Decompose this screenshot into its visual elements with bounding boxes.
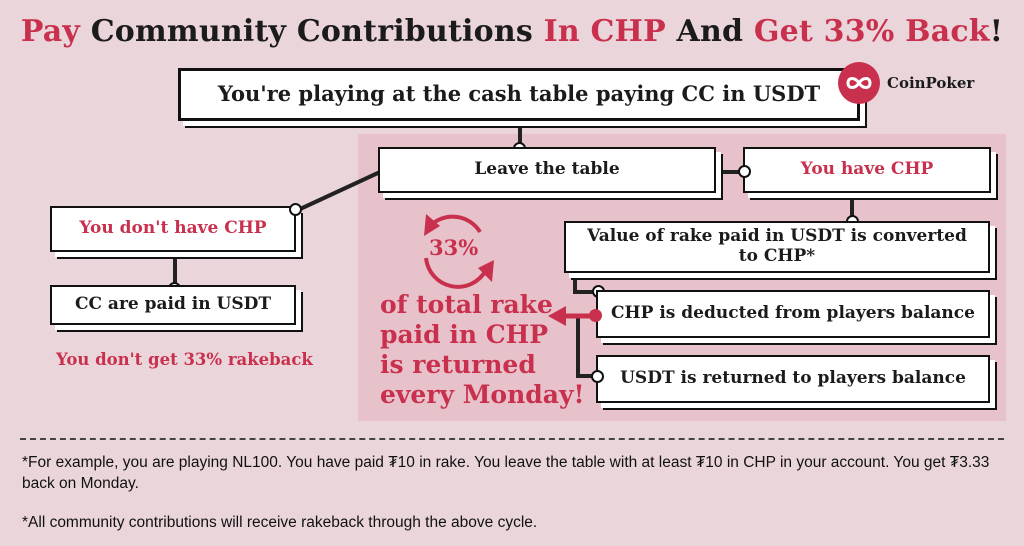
no-chp-box: You don't have CHP (50, 206, 296, 252)
start-box: You're playing at the cash table paying … (178, 68, 860, 121)
footnote-example: *For example, you are playing NL100. You… (22, 454, 990, 492)
leave-table-text: Leave the table (474, 159, 620, 180)
connector-dot (591, 370, 604, 383)
no-chp-text: You don't have CHP (79, 218, 267, 239)
connector-dot (738, 165, 751, 178)
coinpoker-logo: CoinPoker (838, 62, 974, 104)
have-chp-text: You have CHP (800, 159, 934, 180)
returned-box: USDT is returned to players balance (596, 355, 990, 403)
cycle-line-1: of total rake (380, 290, 553, 319)
coinpoker-brand: CoinPoker (887, 74, 975, 92)
title-pay: Pay (20, 14, 81, 49)
connector-dot-red (589, 309, 602, 322)
title-exclamation: ! (989, 14, 1004, 49)
start-text: You're playing at the cash table paying … (217, 81, 821, 107)
divider (20, 438, 1004, 440)
cycle-line-4: every Monday! (380, 380, 585, 409)
cycle-percent: 33% (429, 235, 479, 260)
coinpoker-logo-icon (838, 62, 880, 104)
cycle-line-2: paid in CHP (380, 320, 549, 349)
title-in-chp: In CHP (543, 14, 666, 49)
cycle-line-3: is returned (380, 350, 536, 379)
title-community-contributions: Community Contributions (80, 14, 544, 49)
no-rakeback-text: You don't get 33% rakeback (56, 350, 313, 369)
cc-usdt-text: CC are paid in USDT (74, 294, 272, 315)
converted-text: Value of rake paid in USDT is converted … (587, 226, 967, 266)
leave-table-box: Leave the table (378, 147, 716, 193)
deducted-text: CHP is deducted from players balance (611, 303, 975, 324)
have-chp-box: You have CHP (743, 147, 991, 193)
footnote-all: *All community contributions will receiv… (22, 514, 538, 531)
connector-dot (289, 203, 302, 216)
title-and: And (665, 14, 754, 49)
returned-text: USDT is returned to players balance (620, 368, 966, 389)
converted-box: Value of rake paid in USDT is converted … (564, 221, 990, 273)
deducted-box: CHP is deducted from players balance (596, 290, 990, 338)
title-get-back: Get 33% Back (753, 14, 990, 49)
cc-usdt-box: CC are paid in USDT (50, 285, 296, 325)
page-title: Pay Community Contributions In CHP And G… (0, 14, 1024, 49)
